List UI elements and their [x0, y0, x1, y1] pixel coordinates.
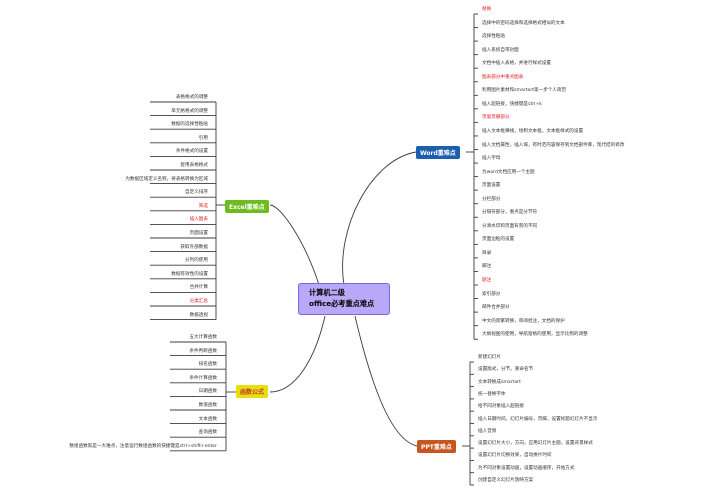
function-item[interactable]: 条件判断函数: [189, 348, 217, 354]
excel-item[interactable]: 筛选: [198, 203, 208, 209]
ppt-item[interactable]: 插入日期时间，幻灯片编号，页脚，设置标题幻灯片不显示: [478, 416, 598, 422]
branch-excel[interactable]: Excel重难点: [225, 200, 269, 213]
excel-item[interactable]: 数据透视: [189, 312, 208, 318]
ppt-item[interactable]: 设置幻灯片大小，方向，应用幻灯片主题，设置背景样式: [478, 441, 593, 447]
ppt-item[interactable]: 设置幻灯片切换效果，自动换片时间: [478, 453, 552, 459]
function-item[interactable]: 查询函数: [198, 430, 217, 436]
branch-functions[interactable]: 函数公式: [236, 385, 269, 398]
word-item[interactable]: 分栏部分: [482, 196, 501, 202]
word-item[interactable]: 替换: [482, 7, 492, 12]
excel-item[interactable]: 数据的选择性粘贴: [171, 122, 208, 128]
branch-word[interactable]: Word重难点: [416, 146, 460, 159]
excel-item[interactable]: 条件格式的设置: [175, 149, 208, 155]
function-item[interactable]: 条件计算函数: [189, 375, 217, 381]
word-item[interactable]: 邮件合并部分: [482, 305, 510, 311]
word-item[interactable]: 大纲视图的使用，导航窗格的使用，显示比例的调整: [482, 332, 588, 338]
function-item[interactable]: 日期函数: [198, 389, 217, 395]
word-item[interactable]: 利用图片素材和smartart第一步个人简历: [482, 88, 567, 94]
word-item[interactable]: 页面设置: [482, 183, 501, 189]
ppt-item[interactable]: 新建幻灯片: [478, 355, 501, 360]
word-item[interactable]: 插入超链接，快捷键是ctrl+k: [482, 101, 542, 107]
excel-item[interactable]: 自定义排序: [185, 190, 208, 196]
root-to-word-connector: [342, 151, 417, 286]
word-item[interactable]: 插入字母: [482, 156, 501, 162]
root-title-line1: 计算机二级: [309, 288, 345, 297]
ppt-item[interactable]: 为不同对象设置动画，设置动画顺序，开始方式: [478, 465, 575, 471]
function-item[interactable]: 数值函数: [198, 403, 217, 408]
ppt-item[interactable]: 插入音频: [478, 428, 497, 434]
root-to-excel-connector: [269, 204, 321, 289]
word-item[interactable]: 中文的简繁转换，审阅批注，文档的保护: [482, 318, 565, 324]
excel-item[interactable]: 套用表格格式: [180, 163, 208, 168]
word-item[interactable]: 索引部分: [482, 291, 501, 297]
word-item[interactable]: 分隔符部分，重点是分节符: [482, 210, 538, 216]
word-item[interactable]: 选择中的密码选择和选择格式相似的文本: [482, 20, 565, 26]
ppt-item[interactable]: 给不同对象插入超链接: [478, 404, 524, 410]
word-item[interactable]: 插入文本框横线，绘制文本框，文本框样式的设置: [482, 128, 584, 134]
excel-item[interactable]: 分类汇总: [189, 299, 208, 304]
excel-item[interactable]: 为数据区域定义名称，将表格转换为区域: [125, 176, 208, 182]
word-item[interactable]: 图表部分中重点图表: [482, 74, 524, 80]
root-to-ppt-connector: [354, 315, 418, 447]
word-item[interactable]: 题注: [482, 278, 492, 283]
excel-item[interactable]: 获取外部数据: [180, 244, 208, 250]
word-item[interactable]: 选择性粘贴: [482, 34, 505, 40]
ppt-item[interactable]: 文本转换成smartart: [478, 379, 521, 385]
word-item[interactable]: 目录: [482, 250, 492, 256]
root-topic[interactable]: 计算机二级 office必考重点难点: [298, 283, 390, 315]
excel-item[interactable]: 单元格格式的调整: [171, 108, 208, 114]
ppt-item[interactable]: 设置版式，分节，重命名节: [478, 367, 534, 373]
function-item[interactable]: 五大计算函数: [189, 335, 217, 340]
excel-item[interactable]: 分列的使用: [185, 258, 208, 264]
excel-item[interactable]: 页面设置: [189, 231, 208, 236]
excel-item[interactable]: 合并计算: [189, 285, 208, 291]
function-item[interactable]: 数组函数就是一大难点，注意运行数组函数的快捷键是ctrl+shift+enter: [69, 443, 217, 449]
excel-item[interactable]: 数据有效性的设置: [171, 271, 208, 277]
excel-item[interactable]: 引用: [198, 135, 208, 141]
root-to-functions-connector: [269, 315, 326, 393]
excel-item[interactable]: 表格格式的调整: [175, 95, 208, 100]
root-title-line2: office必考重点难点: [309, 299, 375, 308]
word-item[interactable]: 脚注: [482, 264, 492, 270]
word-item[interactable]: 插入系统自带封面: [482, 47, 519, 53]
function-item[interactable]: 排名函数: [198, 362, 217, 368]
ppt-item[interactable]: 创建自定义幻灯片放映方案: [478, 478, 534, 483]
word-item[interactable]: 文档中插入表格，并进行样式设置: [482, 61, 551, 67]
excel-item[interactable]: 插入图表: [189, 217, 208, 223]
word-item[interactable]: 为word文档应用一个主题: [482, 169, 535, 175]
word-item[interactable]: 插入文档属性，插入域，有时范内容保存到文档部件库，现代结的修改: [482, 142, 625, 148]
word-item[interactable]: 页面边框的设置: [482, 237, 515, 243]
branch-ppt[interactable]: PPT重难点: [417, 440, 456, 453]
word-item[interactable]: 页眉页脚部分: [482, 115, 510, 121]
word-item[interactable]: 分清水印和页面背景的不同: [482, 223, 538, 229]
ppt-item[interactable]: 统一替换字体: [478, 391, 506, 397]
function-item[interactable]: 文本函数: [198, 416, 217, 422]
